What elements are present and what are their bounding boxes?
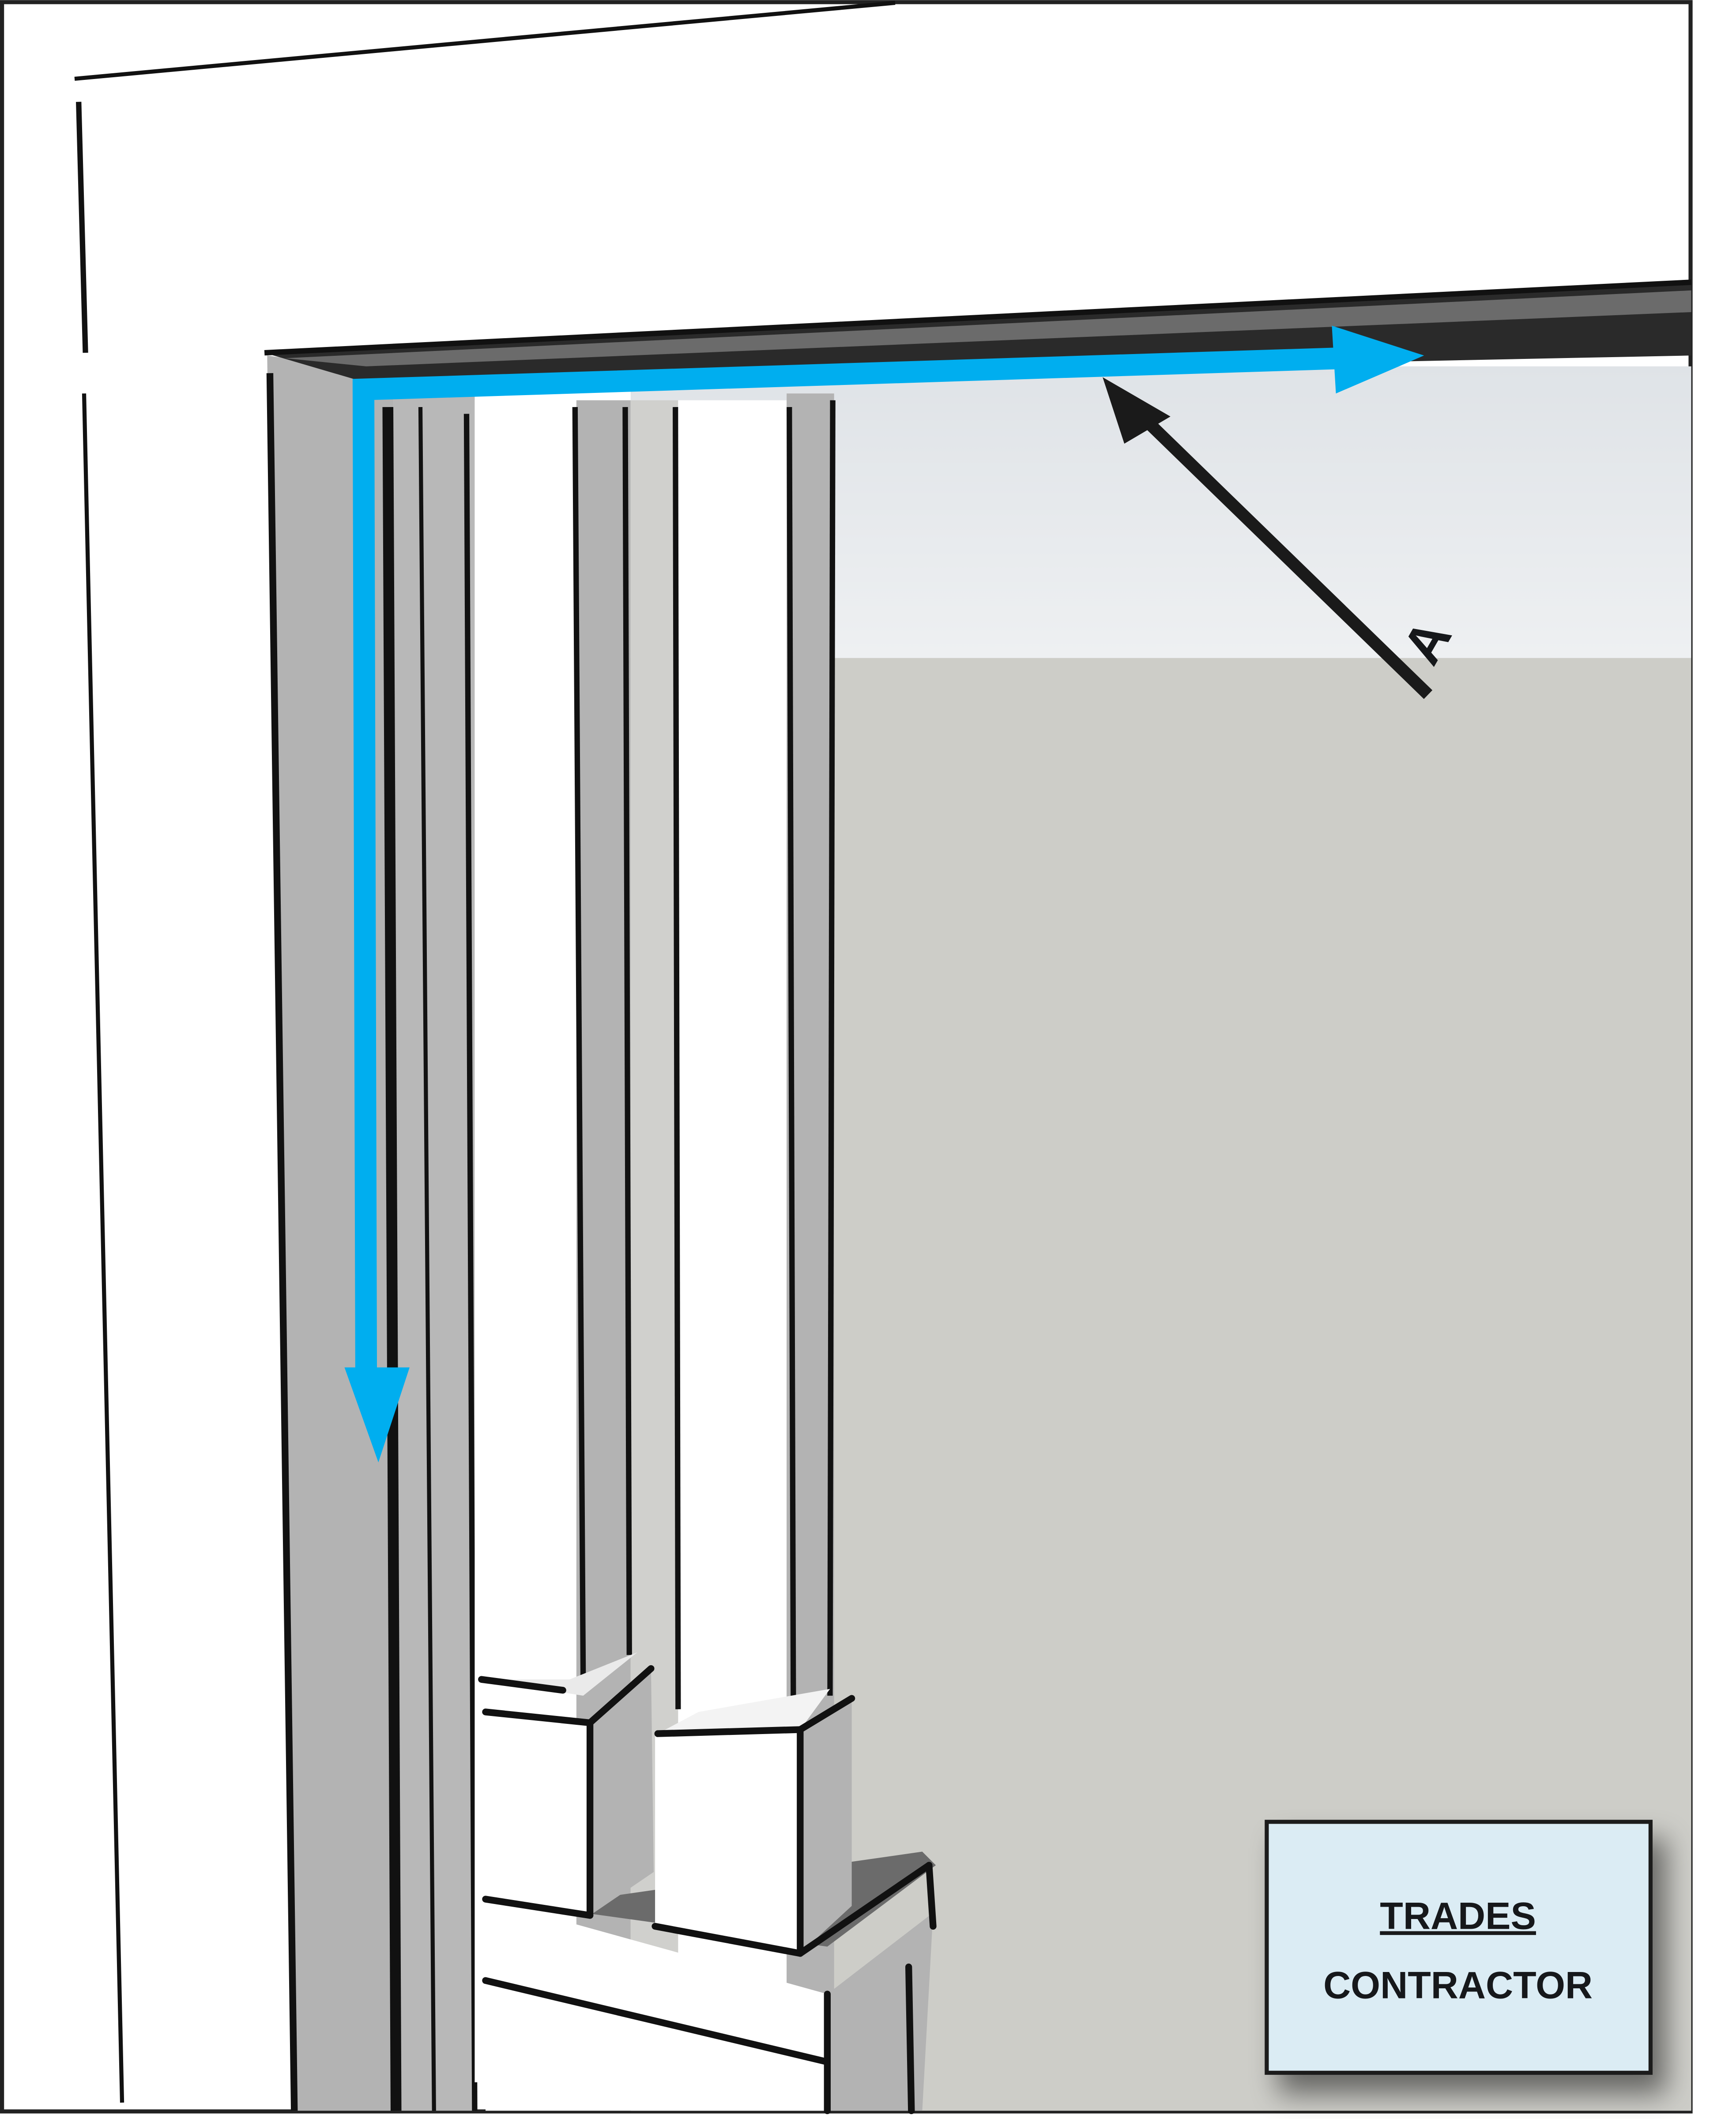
black-pointer-arrow-icon [1103, 377, 1433, 699]
frame-top-line [74, 0, 896, 81]
label-line-contractor: CONTRACTOR [1323, 1964, 1593, 2006]
column-bases [478, 1652, 937, 2114]
blue-flow-arrow-icon [344, 325, 1424, 1463]
label-line-trades: TRADES [1380, 1895, 1536, 1938]
trades-contractor-label [1265, 1820, 1653, 2075]
jamb-edge [382, 407, 402, 2111]
frame-left-line-lower [82, 393, 124, 2103]
frame-left-line [76, 102, 88, 353]
